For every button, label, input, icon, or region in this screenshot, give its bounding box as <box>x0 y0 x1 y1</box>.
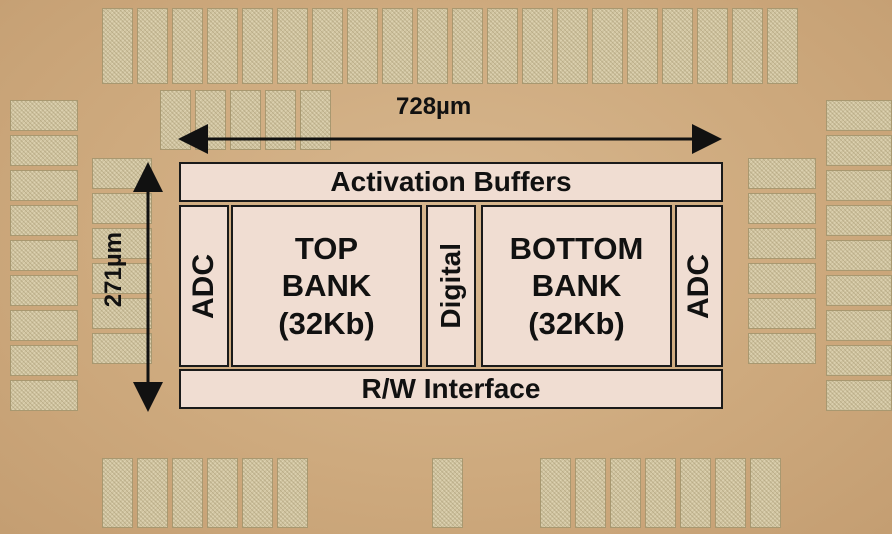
pad-column-left-inner <box>92 158 152 378</box>
bond-pad <box>826 380 892 411</box>
width-dimension-label: 728µm <box>396 93 472 120</box>
bond-pad <box>592 8 623 84</box>
pad-row-bottom-right <box>540 458 802 528</box>
bottom-bank-line-3: (32Kb) <box>528 305 625 341</box>
bond-pad <box>748 333 816 364</box>
adc-right-block: ADC <box>675 205 723 367</box>
bond-pad <box>557 8 588 84</box>
bottom-bank-line-2: BANK <box>531 268 622 304</box>
bond-pad <box>172 8 203 84</box>
height-dimension-label: 271µm <box>100 232 127 308</box>
bond-pad <box>417 8 448 84</box>
bond-pad <box>826 100 892 131</box>
bond-pad <box>137 458 168 528</box>
bond-pad <box>715 458 746 528</box>
bond-pad <box>748 158 816 189</box>
bond-pad <box>826 170 892 201</box>
bond-pad <box>697 8 728 84</box>
pad-row-bottom-left <box>102 458 328 528</box>
pad-column-left-outer <box>10 100 78 430</box>
top-bank-line-3: (32Kb) <box>278 305 375 341</box>
rw-interface-block: R/W Interface <box>179 369 723 409</box>
bond-pad <box>92 298 152 329</box>
bond-pad <box>575 458 606 528</box>
bond-pad <box>382 8 413 84</box>
bond-pad <box>432 458 463 528</box>
bond-pad <box>748 193 816 224</box>
bond-pad <box>102 8 133 84</box>
bond-pad <box>540 458 571 528</box>
activation-buffers-block: Activation Buffers <box>179 162 723 202</box>
digital-block: Digital <box>426 205 476 367</box>
bond-pad <box>10 380 78 411</box>
bond-pad <box>102 458 133 528</box>
adc-left-label: ADC <box>187 253 220 319</box>
bond-pad <box>627 8 658 84</box>
top-bank-line-2: BANK <box>281 268 372 304</box>
bond-pad <box>242 458 273 528</box>
bond-pad <box>10 240 78 271</box>
top-bank-line-1: TOP <box>294 231 359 267</box>
pad-column-right-inner <box>748 158 816 388</box>
bond-pad <box>748 263 816 294</box>
bond-pad <box>207 8 238 84</box>
bottom-bank-line-1: BOTTOM <box>509 231 644 267</box>
bond-pad <box>680 458 711 528</box>
bond-pad <box>347 8 378 84</box>
bond-pad <box>826 240 892 271</box>
bond-pad <box>10 170 78 201</box>
adc-left-block: ADC <box>179 205 229 367</box>
bond-pad <box>277 8 308 84</box>
adc-right-label: ADC <box>682 253 715 319</box>
bond-pad <box>137 8 168 84</box>
bond-pad <box>826 275 892 306</box>
bond-pad <box>826 310 892 341</box>
bond-pad <box>10 135 78 166</box>
bond-pad <box>662 8 693 84</box>
bond-pad <box>312 8 343 84</box>
bond-pad <box>10 100 78 131</box>
bond-pad <box>92 263 152 294</box>
bond-pad <box>748 228 816 259</box>
bond-pad <box>748 298 816 329</box>
pad-row-top <box>102 8 804 84</box>
bond-pad <box>487 8 518 84</box>
bond-pad <box>750 458 781 528</box>
bond-pad <box>172 458 203 528</box>
bond-pad <box>645 458 676 528</box>
bond-pad <box>732 8 763 84</box>
bond-pad <box>92 193 152 224</box>
bond-pad <box>92 228 152 259</box>
bond-pad <box>10 310 78 341</box>
pad-row-bottom-center <box>432 458 468 528</box>
bottom-bank-block: BOTTOM BANK (32Kb) <box>481 205 672 367</box>
bond-pad <box>10 345 78 376</box>
bond-pad <box>826 205 892 236</box>
top-bank-block: TOP BANK (32Kb) <box>231 205 422 367</box>
bond-pad <box>277 458 308 528</box>
bond-pad <box>767 8 798 84</box>
bond-pad <box>610 458 641 528</box>
pad-column-right-outer <box>826 100 892 436</box>
bond-pad <box>242 8 273 84</box>
bond-pad <box>452 8 483 84</box>
bond-pad <box>826 135 892 166</box>
bond-pad <box>92 333 152 364</box>
bond-pad <box>10 205 78 236</box>
digital-label: Digital <box>435 243 467 329</box>
bond-pad <box>522 8 553 84</box>
bond-pad <box>10 275 78 306</box>
bond-pad <box>207 458 238 528</box>
